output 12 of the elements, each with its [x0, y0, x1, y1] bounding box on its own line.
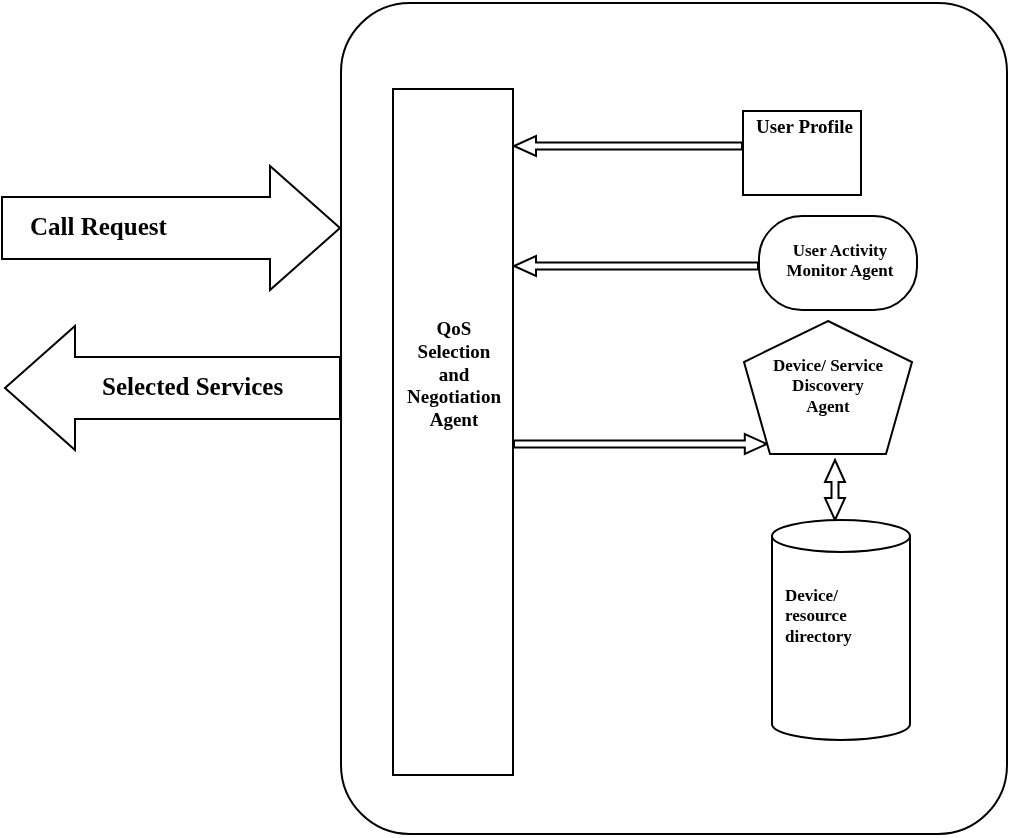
node-text: User Profile — [756, 116, 854, 139]
node-text: User Activity Monitor Agent — [785, 241, 895, 282]
hollow-arrow — [511, 134, 743, 158]
node-text: Device/ Service Discovery Agent — [773, 356, 883, 418]
discovery-pentagon — [743, 320, 913, 455]
node-text: Device/ resource directory — [785, 586, 853, 648]
database-cylinder — [771, 520, 911, 740]
agent-box — [392, 88, 514, 776]
hollow-arrow — [511, 254, 759, 278]
container-box — [340, 2, 1008, 835]
agent-box — [742, 110, 862, 196]
node-text: QoS Selection and Negotiation Agent — [406, 318, 502, 432]
